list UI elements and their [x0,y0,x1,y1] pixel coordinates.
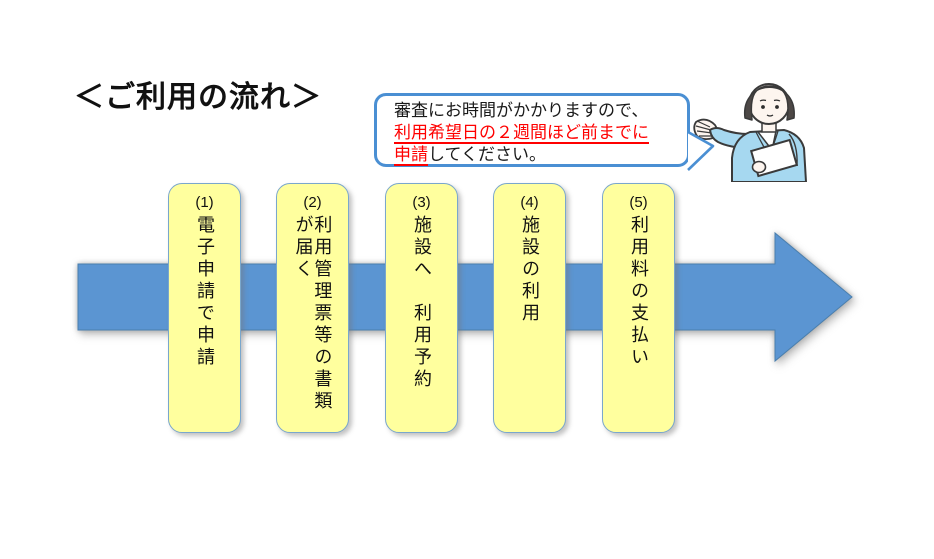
callout-line-3: 申請してください。 [394,144,677,166]
step-box-4: (4) 施設の利用 [493,183,566,433]
step-label: 利用料の支払い [628,215,649,369]
callout-line-1: 審査にお時間がかかりますので、 [394,101,649,120]
step-box-3: (3) 施設へ 利用予約 [385,183,458,433]
step-label: 利用管理票等の書類が届く [293,215,333,413]
page-title: ＜ご利用の流れ＞ [74,81,322,114]
step-label: 施設へ 利用予約 [411,215,432,391]
guide-woman-illustration [693,83,807,182]
callout-highlight: 申請 [394,145,428,166]
step-number: (3) [412,194,431,211]
callout-tail [687,130,715,171]
step-number: (5) [629,194,648,211]
callout-line-2: 利用希望日の２週間ほど前までに [394,123,649,144]
step-box-2: (2) 利用管理票等の書類が届く [276,183,349,433]
step-box-1: (1) 電子申請で申請 [168,183,241,433]
step-label: 電子申請で申請 [194,215,215,369]
step-number: (2) [303,194,322,211]
step-box-5: (5) 利用料の支払い [602,183,675,433]
step-number: (4) [520,194,539,211]
callout-bubble: 審査にお時間がかかりますので、 利用希望日の２週間ほど前までに 申請してください… [374,93,690,167]
callout-rest: してください。 [428,145,546,164]
step-number: (1) [195,194,214,211]
step-label: 施設の利用 [519,215,540,325]
